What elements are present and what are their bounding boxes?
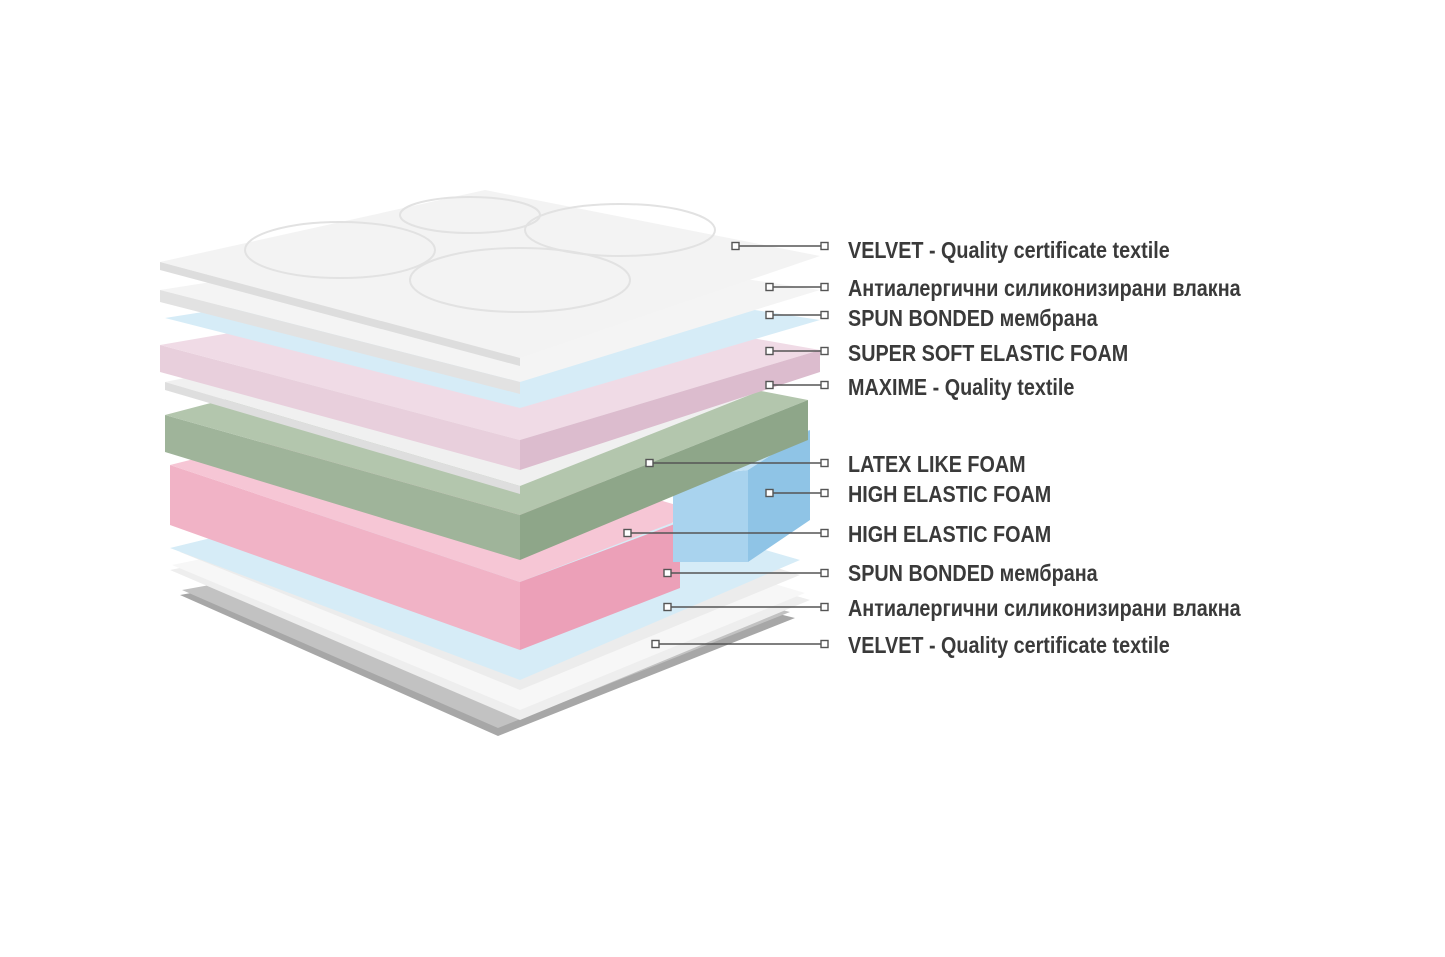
callout-label-spun-bonded-bottom: SPUN BONDED мембрана [848,560,1098,586]
connector-lines [623,241,829,649]
layer-top-velvet-edge [160,262,520,366]
layer-super-soft-front [160,345,520,470]
callout-label-velvet-top: VELVET - Quality certificate textile [848,237,1170,263]
callout-label-high-elastic-foam-blue: HIGH ELASTIC FOAM [848,481,1052,507]
callout-label-high-elastic-foam-pink: HIGH ELASTIC FOAM [848,521,1052,547]
connector-10 [663,602,829,612]
connector-11 [651,639,829,649]
connector-8 [623,528,829,538]
connector-1 [731,241,829,251]
connector-7 [765,488,829,498]
callout-label-fibres-bottom: Антиалергични силиконизирани влакна [848,595,1241,621]
connector-2 [765,282,829,292]
callout-label-latex-like-foam: LATEX LIKE FOAM [848,451,1026,477]
connector-5 [765,380,829,390]
connector-6 [645,458,829,468]
callout-label-velvet-bottom: VELVET - Quality certificate textile [848,632,1170,658]
connector-9 [663,568,829,578]
connector-3 [765,310,829,320]
callout-label-fibres-top: Антиалергични силиконизирани влакна [848,275,1241,301]
layer-top-fibres-edge [160,290,520,394]
quilt-pattern [244,196,716,313]
layer-maxime-textile-edge [165,382,520,494]
connector-4 [765,346,829,356]
layer-latex-green-front [165,415,520,560]
layer-top-velvet [160,190,820,358]
callout-label-spun-bonded-top: SPUN BONDED мембрана [848,305,1098,331]
callout-label-super-soft-foam: SUPER SOFT ELASTIC FOAM [848,340,1129,366]
callout-label-maxime-textile: MAXIME - Quality textile [848,374,1075,400]
block-high-elastic-pink-front [170,465,520,650]
block-high-elastic-pink-side [520,522,680,650]
block-high-elastic-blue-front [673,470,748,562]
layer-latex-green-side [520,400,808,560]
layer-super-soft-side [520,350,820,470]
